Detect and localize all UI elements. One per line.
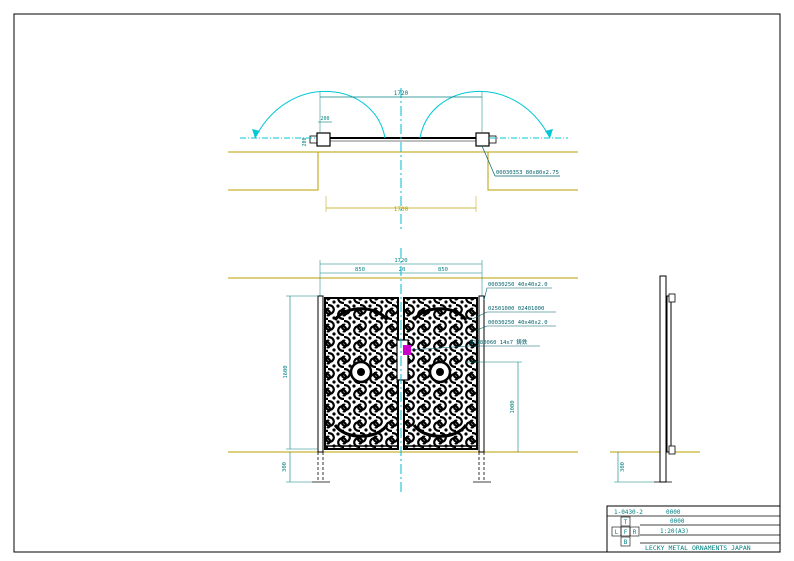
elev-callout-post: 00030250 40x40x2.0 bbox=[483, 282, 552, 301]
elev-callout-handle: 81180060 14x7 鋳鉄 bbox=[410, 338, 540, 351]
elev-height: 1600 bbox=[283, 365, 289, 378]
svg-text:02501000 02401000: 02501000 02401000 bbox=[488, 306, 544, 312]
elev-post-right bbox=[478, 295, 485, 453]
svg-text:81180060 14x7 鋳鉄: 81180060 14x7 鋳鉄 bbox=[470, 338, 528, 346]
view-box-r bbox=[629, 526, 640, 537]
elev-post-left bbox=[317, 295, 324, 453]
plan-opening-outline bbox=[228, 152, 319, 191]
elev-callout-ornament: 02501000 02401000 bbox=[469, 306, 556, 321]
title-block: 1-0430-2 0000 0000 1:20(A3) T L F R B LE… bbox=[606, 505, 781, 553]
plan-view: 1720 200 200 1700 00030353 80x80x2.75 bbox=[228, 88, 578, 232]
plan-overall-width: 1720 bbox=[394, 90, 409, 97]
elev-handle-height: 1000 bbox=[510, 400, 516, 413]
plan-post-right bbox=[475, 132, 490, 147]
side-foundation: 300 bbox=[620, 462, 626, 472]
elev-callout-frame: 00030250 40x40x2.0 bbox=[476, 320, 556, 331]
elev-leaf-right-width: 850 bbox=[438, 267, 448, 273]
svg-text:L: L bbox=[615, 529, 619, 536]
plan-opening-outline-right bbox=[487, 152, 578, 191]
plan-post-callout: 00030353 80x80x2.75 bbox=[496, 170, 559, 176]
svg-text:F: F bbox=[624, 529, 628, 536]
sheet-border bbox=[13, 13, 781, 553]
svg-text:00030250 40x40x2.0: 00030250 40x40x2.0 bbox=[488, 320, 548, 326]
side-view: 300 bbox=[610, 275, 700, 483]
view-box-b bbox=[620, 536, 631, 547]
plan-post-depth: 200 bbox=[302, 137, 308, 146]
elev-foundation: 300 bbox=[282, 462, 288, 472]
elev-gap-width: 20 bbox=[399, 267, 406, 273]
side-leaf bbox=[666, 295, 672, 453]
svg-text:B: B bbox=[624, 539, 628, 546]
svg-text:T: T bbox=[624, 519, 628, 526]
svg-text:00030250 40x40x2.0: 00030250 40x40x2.0 bbox=[488, 282, 548, 288]
elev-leaf-left-width: 850 bbox=[355, 267, 365, 273]
title-scale: 1:20(A3) bbox=[660, 528, 689, 535]
elev-handle-marker bbox=[403, 345, 411, 355]
plan-post-offset: 200 bbox=[320, 116, 329, 122]
view-box-t bbox=[620, 516, 631, 527]
plan-swing-arc-left bbox=[254, 90, 386, 139]
drawing-number: 1-0430-2 bbox=[614, 509, 643, 516]
company-name: LECKY METAL ORNAMENTS JAPAN bbox=[645, 544, 751, 552]
title-code-1: 0000 bbox=[666, 509, 681, 516]
svg-text:R: R bbox=[633, 529, 637, 536]
elevation-view: 1720 850 20 850 bbox=[228, 248, 578, 492]
plan-post-left bbox=[316, 132, 331, 147]
plan-swing-arc-right bbox=[419, 90, 551, 139]
title-code-2: 0000 bbox=[670, 518, 685, 525]
plan-opening-width: 1700 bbox=[394, 206, 409, 213]
side-post bbox=[659, 275, 667, 483]
elev-latch bbox=[396, 339, 409, 381]
